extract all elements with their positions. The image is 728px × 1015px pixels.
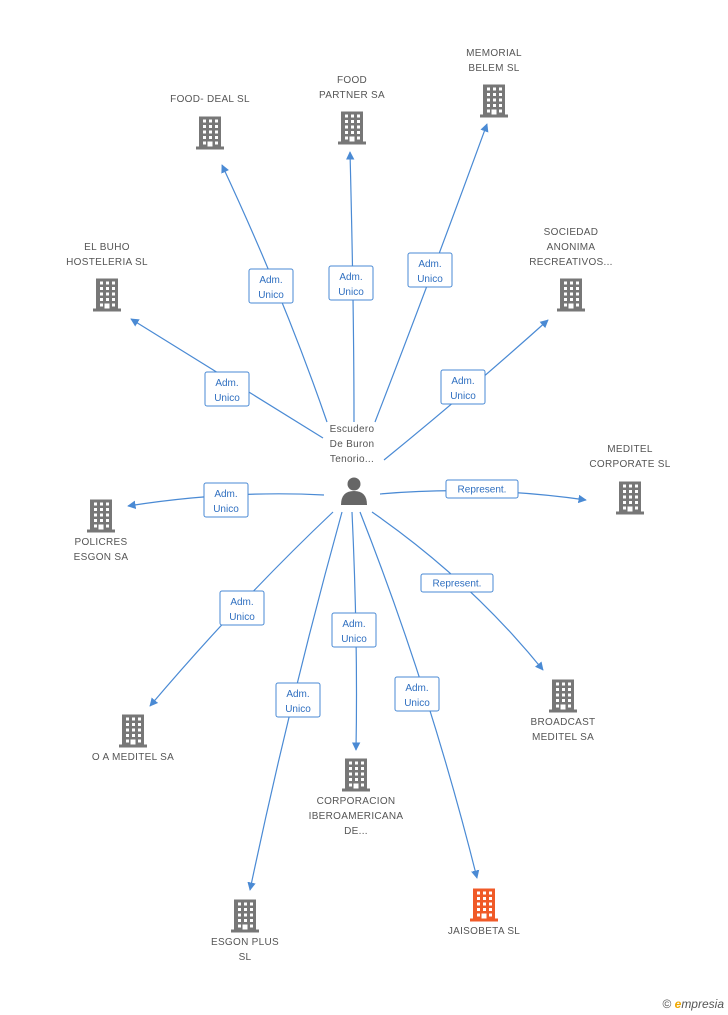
edge-label-text: Adm. (259, 275, 282, 286)
company-name: IBEROAMERICANA (309, 811, 404, 822)
company-name: SOCIEDAD (544, 227, 599, 238)
edge-label-text: Unico (338, 287, 364, 298)
company-node-corporacion[interactable]: CORPORACION IBEROAMERICANA DE... (309, 758, 404, 838)
company-name: EL BUHO (84, 242, 130, 253)
company-name: BELEM SL (468, 63, 519, 74)
edge-label-text: Adm. (342, 619, 365, 630)
edge-label-policres-esgon[interactable]: Adm. Unico (203, 482, 249, 518)
edge-label-text: Represent. (458, 485, 507, 496)
company-node-food-deal[interactable]: FOOD- DEAL SL (170, 94, 250, 150)
person-name: Escudero (330, 424, 375, 435)
company-name: FOOD- DEAL SL (170, 94, 250, 105)
company-node-meditel-corporate[interactable]: MEDITEL CORPORATE SL (589, 444, 670, 515)
edge-label-text: Unico (450, 391, 476, 402)
building-icon[interactable] (338, 111, 366, 145)
building-icon[interactable] (616, 481, 644, 515)
building-icon[interactable] (480, 84, 508, 118)
building-icon[interactable] (549, 679, 577, 713)
edge-label-text: Unico (213, 504, 239, 515)
person-name: Tenorio... (330, 454, 374, 465)
building-icon[interactable] (342, 758, 370, 792)
edge-label-esgon-plus[interactable]: Adm. Unico (275, 682, 321, 718)
edge-label-text: Adm. (405, 683, 428, 694)
building-icon[interactable] (196, 116, 224, 150)
company-name: CORPORACION (317, 796, 396, 807)
building-icon[interactable] (231, 899, 259, 933)
company-node-jaisobeta[interactable]: JAISOBETA SL (448, 888, 520, 938)
edge-label-text: Adm. (451, 376, 474, 387)
company-node-sociedad-anonima[interactable]: SOCIEDAD ANONIMA RECREATIVOS... (529, 227, 612, 312)
company-name: POLICRES (75, 537, 128, 548)
edge-label-food-partner[interactable]: Adm. Unico (328, 265, 374, 301)
edge-label-corporacion[interactable]: Adm. Unico (331, 612, 377, 648)
building-icon[interactable] (557, 278, 585, 312)
company-name: MEMORIAL (466, 48, 522, 59)
edge-label-text: Adm. (214, 489, 237, 500)
company-node-food-partner[interactable]: FOOD PARTNER SA (319, 75, 385, 145)
company-name: DE... (344, 826, 368, 837)
edge-label-memorial-belem[interactable]: Adm. Unico (407, 252, 453, 288)
company-name: JAISOBETA SL (448, 926, 520, 937)
company-name: CORPORATE SL (589, 459, 670, 470)
edge-label-text: Unico (214, 393, 240, 404)
edge-label-food-deal[interactable]: Adm. Unico (248, 268, 294, 304)
person-icon (341, 477, 367, 505)
edge-label-broadcast-meditel[interactable]: Represent. (420, 573, 494, 593)
edge-label-text: Unico (404, 698, 430, 709)
company-node-broadcast-meditel[interactable]: BROADCAST MEDITEL SA (531, 679, 596, 744)
edge-label-sociedad-anonima[interactable]: Adm. Unico (440, 369, 486, 405)
edge-label-text: Unico (341, 634, 367, 645)
company-name: PARTNER SA (319, 90, 385, 101)
company-name: RECREATIVOS... (529, 257, 612, 268)
company-name: HOSTELERIA SL (66, 257, 148, 268)
edge-label-el-buho[interactable]: Adm. Unico (204, 371, 250, 407)
edge-label-meditel-corporate[interactable]: Represent. (445, 479, 519, 499)
edge-label-jaisobeta[interactable]: Adm. Unico (394, 676, 440, 712)
company-node-memorial-belem[interactable]: MEMORIAL BELEM SL (466, 48, 522, 118)
building-icon[interactable] (93, 278, 121, 312)
edge-label-text: Unico (417, 274, 443, 285)
company-node-esgon-plus[interactable]: ESGON PLUS SL (211, 899, 279, 964)
edge-label-text: Adm. (215, 378, 238, 389)
company-name: MEDITEL SA (532, 732, 594, 743)
company-name: O A MEDITEL SA (92, 752, 174, 763)
company-name: ANONIMA (547, 242, 596, 253)
building-icon[interactable] (119, 714, 147, 748)
edge-label-text: Unico (229, 612, 255, 623)
edge-label-text: Unico (285, 704, 311, 715)
center-person-node[interactable]: Escudero De BuronTenorio... (330, 424, 375, 505)
company-name: ESGON PLUS (211, 937, 279, 948)
brand-footer: © empresia (662, 997, 724, 1011)
company-node-o-a-meditel[interactable]: O A MEDITEL SA (92, 714, 174, 764)
edge-label-text: Adm. (418, 259, 441, 270)
company-name: FOOD (337, 75, 367, 86)
edge-label-text: Represent. (433, 579, 482, 590)
edge-label-text: Adm. (230, 597, 253, 608)
company-node-policres-esgon[interactable]: POLICRES ESGON SA (74, 499, 129, 564)
person-name: De Buron (330, 439, 375, 450)
edge-label-o-a-meditel[interactable]: Adm. Unico (219, 590, 265, 626)
brand-logo-letter: e (674, 997, 682, 1011)
copyright-icon: © (662, 997, 672, 1011)
company-name: ESGON SA (74, 552, 129, 563)
company-name: BROADCAST (531, 717, 596, 728)
edge-label-text: Unico (258, 290, 284, 301)
brand-logo-text: mpresia (681, 997, 724, 1011)
building-icon[interactable] (470, 888, 498, 922)
edge-label-text: Adm. (339, 272, 362, 283)
edge-label-text: Adm. (286, 689, 309, 700)
company-name: MEDITEL (607, 444, 653, 455)
company-name: SL (239, 952, 252, 963)
company-node-el-buho[interactable]: EL BUHO HOSTELERIA SL (66, 242, 148, 312)
building-icon[interactable] (87, 499, 115, 533)
